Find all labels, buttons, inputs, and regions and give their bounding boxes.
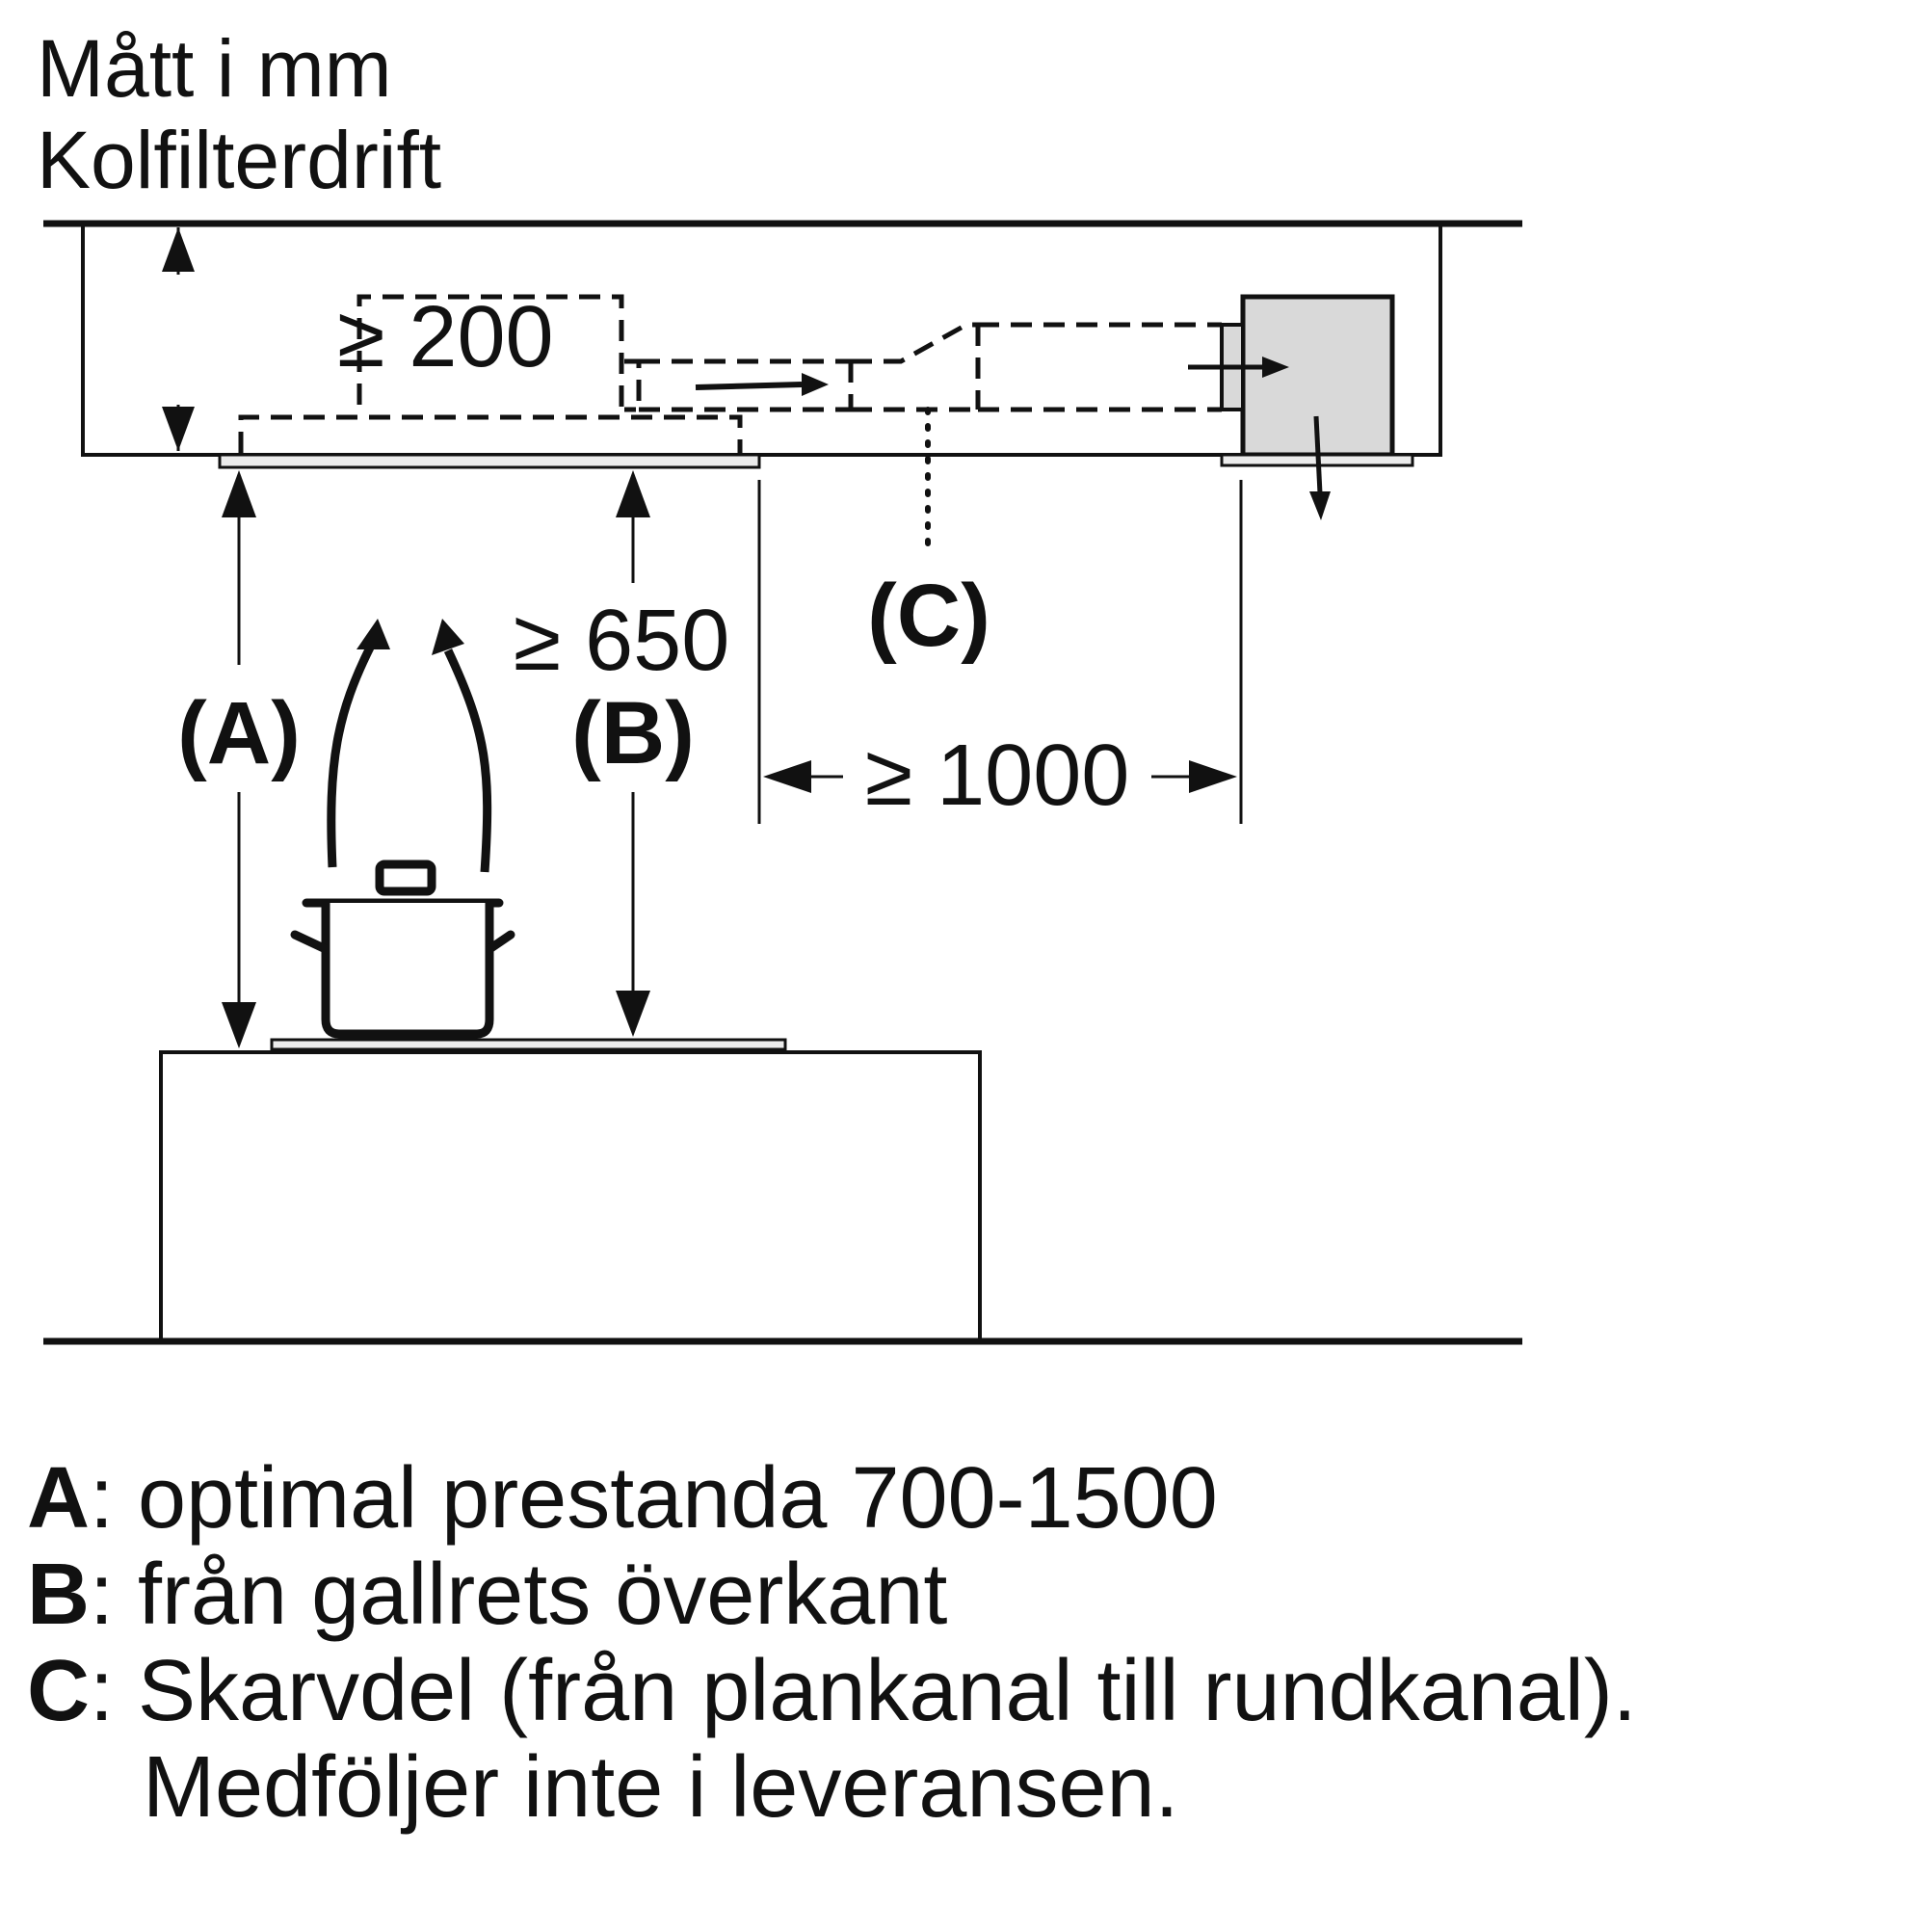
duct-hidden <box>624 322 1222 412</box>
duct-airflow-arrow-head <box>802 373 829 396</box>
cooking-pot <box>290 860 515 1039</box>
filter-inlet-arrow-head <box>1262 357 1289 378</box>
hob-plate <box>270 1038 787 1051</box>
ceiling-gap-label: ≥ 200 <box>337 289 554 385</box>
legend-text-c: : Skarvdel (från plankanal till rundkana… <box>90 1643 1637 1739</box>
units-heading: Mått i mm <box>37 23 392 114</box>
grille-to-hob-label: ≥ 650 <box>514 593 730 689</box>
hood-body-hidden <box>238 294 743 453</box>
horizontal-dimension: ≥ 1000 <box>757 480 1243 824</box>
b-dimension: ≥ 650 (B) <box>514 470 730 1037</box>
horizontal-distance-label: ≥ 1000 <box>865 728 1130 824</box>
duct-airflow-arrow <box>695 382 803 390</box>
legend-text-b: : från gallrets överkant <box>90 1547 947 1643</box>
legend-key-a: A <box>27 1450 90 1547</box>
steam-arrows <box>327 619 492 873</box>
c-label: (C) <box>867 567 990 665</box>
filter-outlet-arrow <box>1313 415 1323 494</box>
a-dimension: (A) <box>177 470 301 1048</box>
legend-text-c-continued: Medföljer inte i leveransen. <box>143 1739 1179 1836</box>
mode-heading: Kolfilterdrift <box>37 115 441 205</box>
legend-key-c: C <box>27 1643 90 1739</box>
grille-plate <box>218 453 761 469</box>
legend-row-a: A: optimal prestanda 700-1500 <box>27 1450 1218 1547</box>
legend-row-b: B: från gallrets överkant <box>27 1547 947 1643</box>
legend-row-c: C: Skarvdel (från plankanal till rundkan… <box>27 1643 1637 1739</box>
a-label: (A) <box>177 684 301 782</box>
legend-key-b: B <box>27 1547 90 1643</box>
ceiling-gap-dimension: ≥ 200 <box>162 227 554 451</box>
ceiling-void <box>81 224 1442 457</box>
b-label: (B) <box>571 684 695 782</box>
legend: A: optimal prestanda 700-1500 B: från ga… <box>27 1450 1637 1836</box>
filter-outlet-arrow-head <box>1309 491 1331 520</box>
base-cabinet <box>159 1050 982 1343</box>
legend-text-a: : optimal prestanda 700-1500 <box>90 1450 1218 1547</box>
